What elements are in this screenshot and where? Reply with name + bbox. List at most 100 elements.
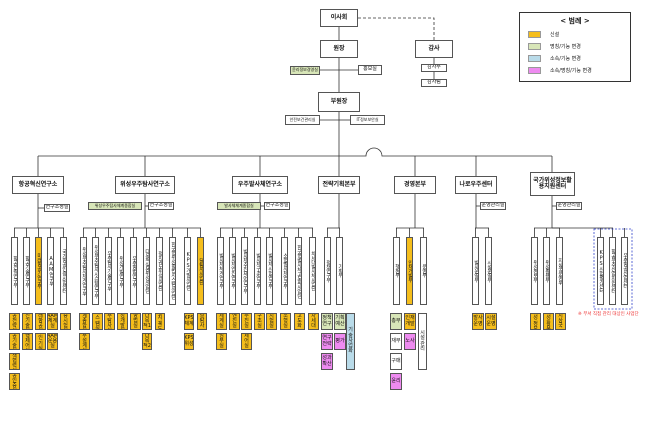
naro-operations: 운영관리실 <box>480 202 506 210</box>
team-box: 제어실 <box>241 333 252 350</box>
team-box: 정책협력실 <box>9 353 20 370</box>
division-management: 경영본부 <box>394 176 436 194</box>
unit-box: 발사체엔진연구부 <box>229 237 236 305</box>
team-box: 미래항공실 <box>35 313 46 330</box>
team-box: 추진실 <box>241 313 252 330</box>
team-box: 체계종합실 <box>79 313 90 330</box>
unit-box: 기획부 <box>336 237 343 305</box>
team-box: 정책연구 <box>321 313 333 330</box>
unit-box: 우주항법연구부 <box>130 237 137 305</box>
team-box: 체계실 <box>216 313 227 330</box>
legend-item-new: 신설 <box>528 31 559 38</box>
legend: < 범례 > 신설 명칭/기능 변경 소속/기능 변경 소속/명칭/기능 변경 <box>519 12 631 82</box>
legend-swatch <box>528 43 541 50</box>
team-box: 엔진실 <box>229 313 240 330</box>
unit-box: 정지궤도위성사업단 <box>156 237 163 305</box>
legend-label: 소속/명칭/기능 변경 <box>550 68 592 74</box>
team-box: 정지궤도 <box>155 313 165 330</box>
team-box: 엔진기술실 <box>22 313 33 330</box>
unit-box: 소형발사체연구부 <box>281 237 288 305</box>
legend-swatch <box>528 31 541 38</box>
unit-box: 항공우주산업지원센터 <box>609 237 616 305</box>
team-box: AAM운용실 <box>47 333 58 350</box>
unit-box: 달탐사사업단 <box>197 237 204 305</box>
legend-label: 신설 <box>550 32 560 38</box>
division-satellite: 위성우주탐사연구소 <box>115 176 175 194</box>
nsic-operations: 운영관리실 <box>556 202 582 210</box>
team-box: 평가 <box>334 333 346 350</box>
unit-box: 위성정보부 <box>531 237 538 305</box>
team-box: 구조실 <box>254 313 265 330</box>
team-box: 항공인증실 <box>9 373 20 390</box>
audit-team: 감사팀 <box>421 79 447 87</box>
unit-box: 발사체구조연구부 <box>254 237 261 305</box>
team-box: 다목적1 <box>142 313 152 330</box>
unit-box: 우주탐사기술연구부 <box>105 237 112 305</box>
unit-box: 인재개발부 <box>406 237 413 305</box>
unit-box: KPS시험평가센터 <box>597 237 604 305</box>
legend-label: 소속/기능 변경 <box>550 56 581 62</box>
team-box: 시스템실 <box>92 313 103 330</box>
team-box: 고도화 <box>294 313 305 330</box>
vice-president-box: 부원장 <box>318 92 360 112</box>
unit-box: 다목적실용위성사업단 <box>143 237 150 305</box>
team-box: 시험실 <box>266 313 277 330</box>
unit-box: 발사운영부 <box>472 237 479 305</box>
team-box: 인증시험실 <box>60 313 71 330</box>
team-box: 기획예산 <box>334 313 346 330</box>
team-box: 소형실 <box>280 313 291 330</box>
unit-box: 한국형위성항법시스템사업단 <box>169 237 176 305</box>
team-box: 무인기실 <box>35 333 46 350</box>
unit-box: 정책연구부 <box>324 237 331 305</box>
team-box: 윤리 <box>390 373 402 390</box>
auditor-box: 감사 <box>415 40 453 58</box>
unit-box: 항공기술연구부 <box>23 237 30 305</box>
team-box: 비행제어실 <box>22 333 33 350</box>
board-box: 이사회 <box>320 9 358 27</box>
team-box: 임무설계실 <box>79 333 90 350</box>
team-box: 차세대 <box>308 313 319 330</box>
legend-label: 명칭/기능 변경 <box>550 44 581 50</box>
team-box: 연구전략 <box>321 333 333 350</box>
satellite-systems-office: 위성우주탐사체계종합실 <box>88 202 142 210</box>
team-box: 총무 <box>390 313 402 330</box>
team-box: 우주탐사실 <box>104 313 115 330</box>
unit-box: 운영부 <box>420 237 427 305</box>
launcher-coordination: 연구조정실 <box>264 202 290 210</box>
division-naro: 나로우주센터 <box>455 176 497 194</box>
aero-coordination: 연구조정실 <box>44 204 70 212</box>
team-box: 지상국 <box>555 313 566 330</box>
team-box: 위성활용 <box>543 313 554 330</box>
legend-item-affiliation-change: 소속/기능 변경 <box>528 55 581 62</box>
unit-box: 위성우주탐사체계연구부 <box>80 237 87 305</box>
team-box: 위성개발실 <box>117 313 128 330</box>
unit-box: 항공전략연구부 <box>11 237 18 305</box>
unit-box: 위성활용부 <box>543 237 550 305</box>
unit-box: 미래항공기연구부 <box>35 237 42 305</box>
team-box: 발사운영 <box>472 313 484 330</box>
division-strategy: 전략기획본부 <box>318 176 360 194</box>
safety-office: 안전보건관리실 <box>285 115 320 125</box>
unit-box: 지상국운영부 <box>556 237 563 305</box>
unit-box: 우주항공산업센터 <box>621 237 628 305</box>
footnote: ※ 부서 직접 관리 대상인 사업단 <box>578 312 639 317</box>
team-box: KPS체계 <box>184 313 194 330</box>
team-box: 시설관리 <box>418 313 427 370</box>
legend-title: < 범례 > <box>560 17 590 25</box>
unit-box: 발사체체계연구부 <box>217 237 224 305</box>
legend-swatch <box>528 55 541 62</box>
team-box: 노사 <box>404 333 416 350</box>
president-box: 원장 <box>320 40 358 58</box>
team-box: 항법실 <box>130 313 141 330</box>
unit-box: 국가항공인증시험센터 <box>60 237 67 305</box>
unit-box: 위성개발연구부 <box>117 237 124 305</box>
satellite-coordination: 연구조정실 <box>148 202 174 210</box>
unit-box: 발사체시험연구부 <box>266 237 273 305</box>
team-box: 구매 <box>390 353 402 370</box>
team-box: 성과확산 <box>321 353 333 370</box>
legend-swatch <box>528 67 541 74</box>
unit-box: 위성우주탐사시스템연구부 <box>92 237 99 305</box>
unit-box: 시설운영부 <box>485 237 492 305</box>
unit-box: KPS개발사업단 <box>184 237 191 305</box>
promo-office: 홍보실 <box>358 65 382 75</box>
